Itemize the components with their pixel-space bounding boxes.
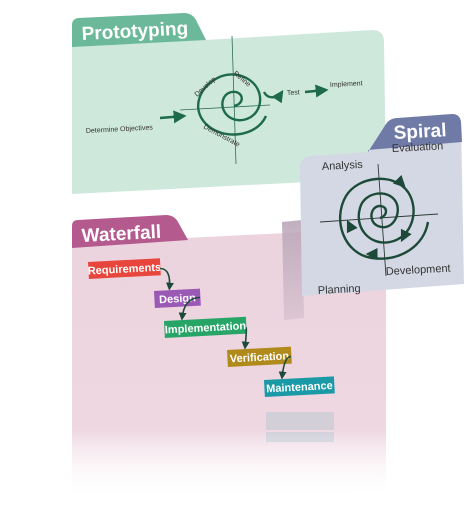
step-implement: Implement bbox=[330, 80, 363, 89]
spiral-curve bbox=[338, 177, 430, 260]
arrow-objectives-to-spiral bbox=[159, 110, 187, 124]
waterfall-title: Waterfall bbox=[81, 222, 162, 247]
spiral-arrow-right bbox=[400, 228, 412, 243]
quadrant-development: Development bbox=[386, 263, 451, 278]
spiral-tab bbox=[368, 114, 462, 152]
spiral-arrow-left bbox=[346, 219, 358, 234]
step-test: Test bbox=[287, 89, 300, 97]
waterfall-step-box bbox=[163, 316, 247, 338]
waterfall-step-label: Requirements bbox=[88, 262, 162, 278]
waterfall-steps: RequirementsDesignImplementationVerifica… bbox=[88, 258, 335, 397]
arrow-test-to-implement bbox=[304, 84, 329, 98]
waterfall-step-box bbox=[88, 258, 161, 279]
waterfall-step: Requirements bbox=[88, 258, 162, 279]
quadrant-analysis: Analysis bbox=[322, 159, 364, 173]
spiral-arrow-top bbox=[392, 174, 406, 188]
spiral-panel: Spiral Analysis Evaluation Planning Deve… bbox=[300, 114, 464, 297]
waterfall-step-label: Verification bbox=[230, 350, 290, 365]
prototyping-spiral-exit bbox=[262, 90, 284, 104]
waterfall-reflection bbox=[266, 412, 334, 442]
waterfall-connector-arrow bbox=[159, 267, 174, 291]
spiral-axis-vertical bbox=[377, 163, 387, 277]
waterfall-step: Implementation bbox=[163, 316, 247, 338]
quadrant-evaluation: Evaluation bbox=[392, 140, 444, 155]
waterfall-connector-arrow bbox=[278, 355, 292, 380]
waterfall-connector-arrow bbox=[178, 296, 201, 321]
prototyping-axis-horizontal bbox=[179, 104, 271, 111]
spiral-panel-shadow bbox=[282, 220, 304, 320]
waterfall-step-label: Implementation bbox=[165, 320, 247, 336]
waterfall-step: Maintenance bbox=[264, 376, 335, 397]
prototyping-spiral bbox=[196, 73, 268, 136]
prototyping-tab bbox=[72, 13, 206, 47]
waterfall-step-label: Maintenance bbox=[266, 380, 333, 395]
waterfall-step-box bbox=[154, 288, 201, 308]
waterfall-tab bbox=[72, 215, 188, 248]
prototyping-panel: Prototyping Determine Objectives Develop… bbox=[72, 13, 386, 194]
spiral-title: Spiral bbox=[393, 120, 447, 144]
waterfall-step-box bbox=[227, 346, 292, 367]
waterfall-step: Verification bbox=[227, 346, 292, 367]
quadrant-planning: Planning bbox=[318, 283, 361, 297]
prototyping-axis-vertical bbox=[231, 35, 237, 165]
step-determine-objectives: Determine Objectives bbox=[86, 124, 154, 135]
waterfall-step-box bbox=[264, 376, 335, 397]
waterfall-connector-arrow bbox=[241, 326, 250, 350]
